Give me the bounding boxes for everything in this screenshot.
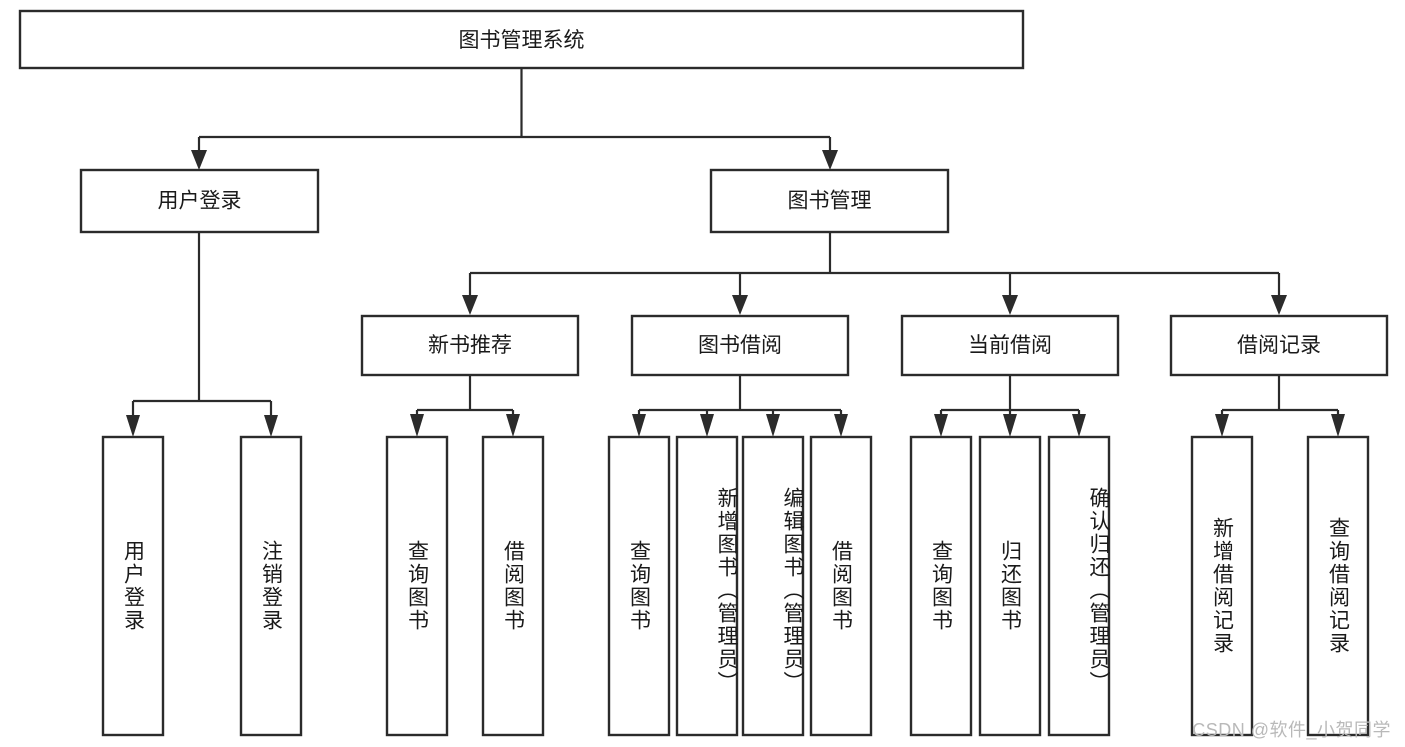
node-current-borrow-box[interactable] — [900, 314, 1120, 377]
arrow-head-leaf-confirm-return — [1072, 414, 1086, 437]
node-leaf-query-record-box[interactable] — [1306, 435, 1370, 737]
node-borrow-record-label: 借阅记录 — [1237, 334, 1321, 357]
arrow-head-leaf-query-book-2 — [632, 414, 646, 437]
node-leaf-query-book-2-box[interactable] — [607, 435, 671, 737]
arrow-head-leaf-edit-book — [766, 414, 780, 437]
node-book-borrow[interactable]: 图书借阅 — [630, 314, 850, 377]
arrow-head-leaf-user-login — [126, 415, 140, 437]
arrow-head-leaf-query-book-3 — [934, 414, 948, 437]
leaf-boxes-group — [101, 435, 1370, 737]
node-leaf-query-book-1-box[interactable] — [385, 435, 449, 737]
node-book-manage-label: 图书管理 — [788, 190, 872, 213]
arrow-head-borrow-record — [1271, 295, 1287, 315]
arrow-head-new-book-rec — [462, 295, 478, 315]
node-user-login-label: 用户登录 — [158, 190, 242, 213]
arrow-head-book-manage — [822, 150, 838, 170]
arrow-head-current-borrow — [1002, 295, 1018, 315]
node-leaf-add-book-box[interactable] — [675, 435, 739, 737]
node-user-login-box[interactable] — [79, 168, 320, 234]
arrow-head-leaf-add-book — [700, 414, 714, 437]
node-leaf-borrow-book-2-box[interactable] — [809, 435, 873, 737]
arrow-head-leaf-query-record — [1331, 414, 1345, 437]
node-user-login[interactable]: 用户登录 — [79, 168, 320, 234]
node-borrow-record-box[interactable] — [1169, 314, 1389, 377]
node-book-borrow-box[interactable] — [630, 314, 850, 377]
node-leaf-return-book-box[interactable] — [978, 435, 1042, 737]
node-root-label: 图书管理系统 — [459, 29, 585, 52]
node-new-book-rec[interactable]: 新书推荐 — [360, 314, 580, 377]
node-leaf-confirm-return-box[interactable] — [1047, 435, 1111, 737]
node-leaf-logout-box[interactable] — [239, 435, 303, 737]
csdn-watermark: CSDN @软件_小贺同学 — [1192, 720, 1391, 740]
node-leaf-borrow-book-1-box[interactable] — [481, 435, 545, 737]
node-leaf-user-login-box[interactable] — [101, 435, 165, 737]
node-current-borrow[interactable]: 当前借阅 — [900, 314, 1120, 377]
connectors-group — [126, 68, 1345, 437]
arrow-head-leaf-query-book-1 — [410, 414, 424, 437]
arrow-head-leaf-return-book — [1003, 414, 1017, 437]
node-book-borrow-label: 图书借阅 — [698, 334, 782, 357]
arrow-head-leaf-borrow-book-1 — [506, 414, 520, 437]
node-current-borrow-label: 当前借阅 — [968, 334, 1052, 357]
node-book-manage[interactable]: 图书管理 — [709, 168, 950, 234]
node-leaf-edit-book-box[interactable] — [741, 435, 805, 737]
arrow-head-leaf-borrow-book-2 — [834, 414, 848, 437]
node-root-box[interactable] — [18, 9, 1025, 70]
arrow-head-leaf-logout — [264, 415, 278, 437]
arrow-head-leaf-add-record — [1215, 414, 1229, 437]
node-new-book-rec-box[interactable] — [360, 314, 580, 377]
node-new-book-rec-label: 新书推荐 — [428, 334, 512, 357]
node-root[interactable]: 图书管理系统 — [18, 9, 1025, 70]
node-leaf-query-book-3-box[interactable] — [909, 435, 973, 737]
arrow-head-book-borrow — [732, 295, 748, 315]
node-book-manage-box[interactable] — [709, 168, 950, 234]
arrow-head-user-login — [191, 150, 207, 170]
node-borrow-record[interactable]: 借阅记录 — [1169, 314, 1389, 377]
node-leaf-add-record-box[interactable] — [1190, 435, 1254, 737]
